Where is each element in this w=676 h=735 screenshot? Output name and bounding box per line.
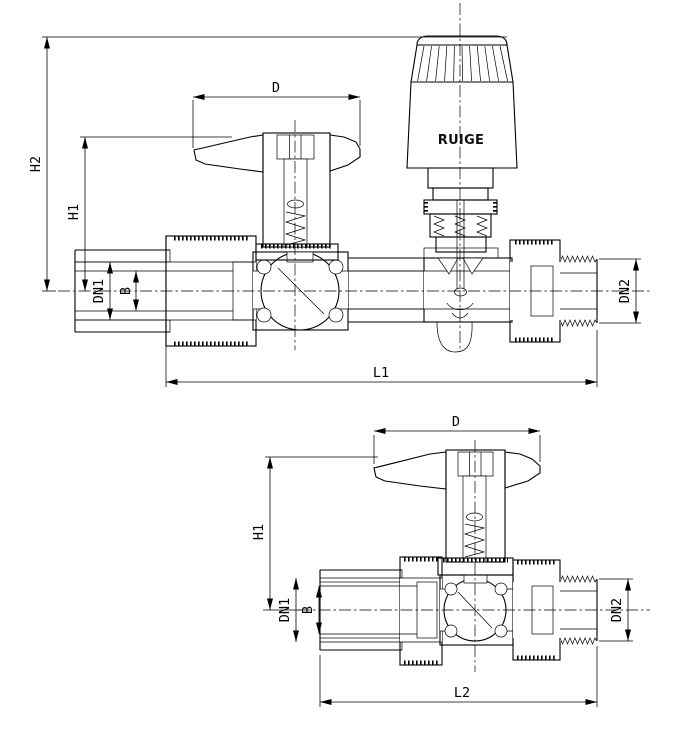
dim-label-dn2-bottom: DN2 (609, 598, 625, 622)
thermostatic-insert-mechanism (423, 199, 498, 253)
dim-label-dn1-bottom: DN1 (277, 598, 293, 622)
bottom-view-assembly: D H1 DN1 B DN2 L2 (251, 414, 650, 707)
top-handwheel (193, 132, 361, 261)
dim-label-b-bottom: B (300, 606, 316, 614)
dim-label-h2: H2 (28, 156, 44, 172)
bottom-view-dimensions: D H1 DN1 B DN2 L2 (251, 414, 633, 707)
dim-label-h1-bottom: H1 (251, 524, 267, 540)
dim-label-dn2-top: DN2 (617, 279, 633, 303)
top-middle-pipe (347, 257, 425, 323)
dim-label-l2: L2 (454, 685, 470, 701)
dim-label-h1-top: H1 (66, 204, 82, 220)
bottom-left-union-nut (399, 556, 443, 666)
bottom-handwheel (373, 449, 541, 576)
dim-label-dn1-top: DN1 (91, 279, 107, 303)
thermostatic-head: RUIGE (406, 35, 518, 253)
top-thermostatic-valve-body (423, 200, 513, 353)
brand-logo: RUIGE (438, 133, 484, 148)
dim-label-l1: L1 (373, 365, 389, 381)
dim-label-b-top: B (118, 287, 134, 295)
top-view-assembly: RUIGE (28, 3, 650, 387)
dim-label-d-bottom: D (452, 414, 460, 430)
dim-label-d-top: D (272, 80, 280, 96)
top-view-dimensions: H2 H1 D DN1 B DN2 L1 (28, 36, 641, 387)
